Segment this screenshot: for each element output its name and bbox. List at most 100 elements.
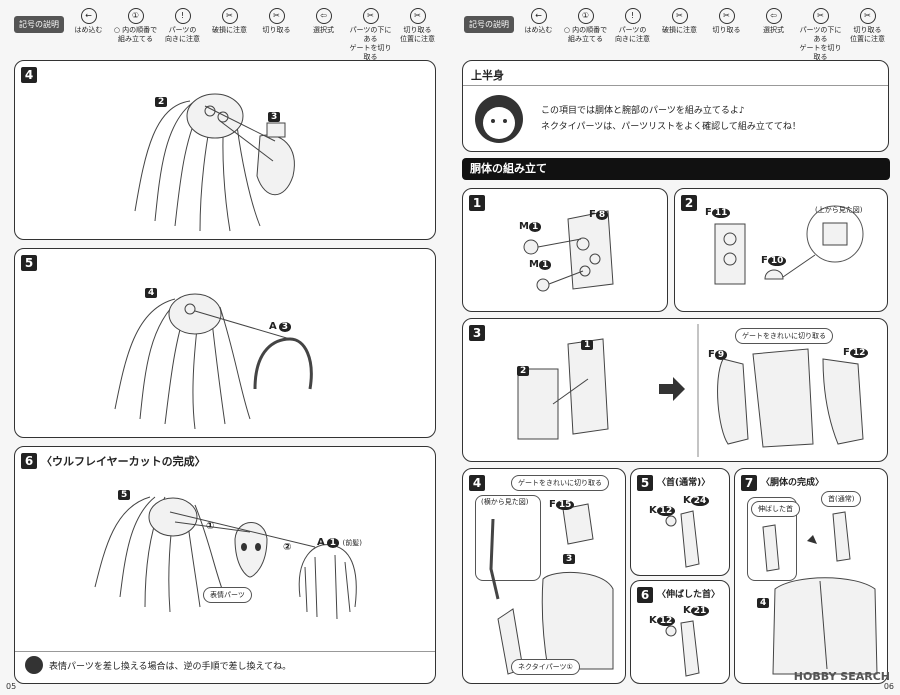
legend-label: はめ込む xyxy=(74,26,103,34)
legend-tag: 記号の説明 xyxy=(464,16,514,33)
part-number: 9 xyxy=(714,350,728,360)
legend-symbol-icon: ← xyxy=(530,8,547,24)
face-swap-note: 表情パーツを差し換える場合は、逆の手順で差し換えてね。 xyxy=(49,662,292,672)
legend-label: 切り取る 位置に注意 xyxy=(400,26,435,43)
legend-label: パーツの 向きに注意 xyxy=(615,26,650,43)
section-title: 上半身 xyxy=(471,69,504,82)
right-page: 記号の説明 ← はめ込む ① ○ 内の順番で 組み立てる! パーツの 向きに注意 ✂ 破損に注… xyxy=(450,0,900,695)
callout-2: 2 xyxy=(517,366,530,376)
legend-item: ⇦選択式 xyxy=(301,8,346,35)
legend-label: 破損に注意 xyxy=(212,26,247,34)
legend-item: ✂パーツの下にある ゲートを切り取る xyxy=(798,8,843,62)
step-number: 1 xyxy=(469,195,485,211)
part-number: 24 xyxy=(690,496,710,506)
step-4-panel: 4 2 3 xyxy=(14,60,436,240)
side-view-label: (横から見た図) xyxy=(481,498,529,506)
legend-symbol-icon: ! xyxy=(624,8,641,24)
legend-label: ○ 内の順番で 組み立てる xyxy=(113,26,158,43)
legend-item: ✂切り取る xyxy=(704,8,749,35)
order-2: ② xyxy=(283,542,292,553)
step-number: 4 xyxy=(21,67,37,83)
page-number: 06 xyxy=(883,682,894,691)
legend-label: ○ 内の順番で 組み立てる xyxy=(563,26,608,43)
legend-item: ✂ 破損に注意 xyxy=(657,8,702,35)
part-label: K xyxy=(683,605,691,616)
divider xyxy=(15,651,435,652)
callout-1: 1 xyxy=(581,340,594,350)
intro-line-2: ネクタイパーツは、パーツリストをよく確認して組み立ててね！ xyxy=(541,122,801,132)
symbol-legend: 記号の説明 ← はめ込む ① ○ 内の順番で 組み立てる! パーツの 向きに注意 ✂ 破損に注… xyxy=(464,8,890,61)
hair-band-illustration xyxy=(114,293,313,430)
legend-symbol-icon: ✂ xyxy=(221,8,238,24)
step-title: 〈首(通常)〉 xyxy=(657,478,711,488)
callout-2: 2 xyxy=(155,97,168,107)
part-label: F xyxy=(843,347,850,358)
symbol-legend: 記号の説明 ← はめ込む ①○ 内の順番で 組み立てる! パーツの 向きに注意 ✂ 破損に注… xyxy=(14,8,440,61)
step-r7-panel: 7 〈胴体の完成〉 伸ばした首 首(通常) 4 xyxy=(734,468,888,684)
step-number: 7 xyxy=(741,475,757,491)
legend-symbol-icon: ① xyxy=(577,8,594,24)
legend-item: ← はめ込む xyxy=(66,8,111,35)
neck-illustration xyxy=(665,510,700,568)
torso-frame-illustration xyxy=(714,205,864,285)
torso-combine-illustration xyxy=(517,324,864,457)
part-label: F xyxy=(549,499,556,510)
legend-label: パーツの下にある ゲートを切り取る xyxy=(799,26,842,61)
stretched-neck-label: 伸ばした首 xyxy=(751,501,800,517)
legend-symbol-icon: ! xyxy=(174,8,191,24)
legend-label: 切り取る xyxy=(712,26,741,34)
legend-label: 破損に注意 xyxy=(662,26,697,34)
legend-item: ✂切り取る xyxy=(254,8,299,35)
legend-item: ✂ 破損に注意 xyxy=(207,8,252,35)
part-number: 10 xyxy=(767,256,787,266)
legend-symbol-icon: ✂ xyxy=(671,8,688,24)
step-number: 6 xyxy=(21,453,37,469)
gate-note: ゲートをきれいに切り取る xyxy=(735,328,833,344)
legend-label: 切り取る xyxy=(262,26,291,34)
legend-item: ← はめ込む xyxy=(516,8,561,35)
step-number: 5 xyxy=(21,255,37,271)
legend-symbol-icon: ← xyxy=(80,8,97,24)
part-label: F xyxy=(761,255,768,266)
tie-shirt-illustration xyxy=(489,503,614,675)
step-number: 3 xyxy=(469,325,485,341)
tie-part-label: ネクタイパーツ① xyxy=(511,659,580,675)
callout-4: 4 xyxy=(145,288,158,298)
side-view-inset xyxy=(475,495,541,581)
part-label: K xyxy=(649,505,657,516)
face-assembly-illustration xyxy=(94,496,357,620)
legend-item: ! パーツの 向きに注意 xyxy=(160,8,205,44)
step-number: 4 xyxy=(469,475,485,491)
part-number: 15 xyxy=(555,500,575,510)
step-number: 5 xyxy=(637,475,653,491)
torso-complete-illustration xyxy=(762,511,878,675)
legend-item: ①○ 内の順番で 組み立てる xyxy=(113,8,158,44)
gate-note: ゲートをきれいに切り取る xyxy=(511,475,609,491)
hair-assembly-illustration xyxy=(134,93,295,232)
watermark: HOBBY SEARCH xyxy=(793,670,890,683)
legend-item: ✂パーツの下にある ゲートを切り取る xyxy=(348,8,393,62)
callout-5: 5 xyxy=(118,490,131,500)
face-part-label: 表情パーツ xyxy=(203,587,252,603)
legend-label: パーツの 向きに注意 xyxy=(165,26,200,43)
legend-symbol-icon: ✂ xyxy=(859,8,876,24)
order-1: ① xyxy=(206,521,215,532)
part-number: 11 xyxy=(711,208,731,218)
mascot-icon xyxy=(25,656,43,674)
callout-3: 3 xyxy=(268,112,281,122)
part-label: F xyxy=(589,209,596,220)
legend-label: はめ込む xyxy=(524,26,553,34)
part-label: M xyxy=(519,221,529,232)
part-number: 1 xyxy=(538,260,552,270)
legend-tag: 記号の説明 xyxy=(14,16,64,33)
legend-symbol-icon: ⇦ xyxy=(765,8,782,24)
legend-label: 切り取る 位置に注意 xyxy=(850,26,885,43)
legend-symbol-icon: ⇦ xyxy=(315,8,332,24)
part-a-label: A xyxy=(317,537,325,548)
